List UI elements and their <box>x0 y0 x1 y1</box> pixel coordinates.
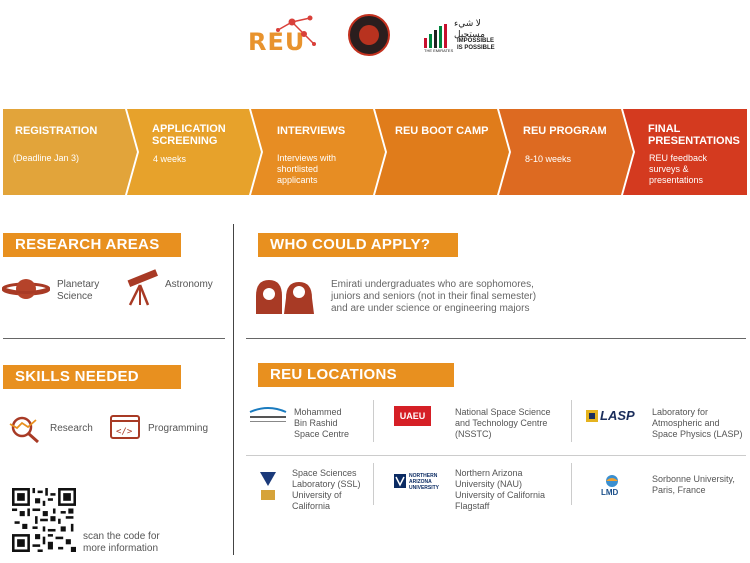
step-desc: (Deadline Jan 3) <box>13 153 80 163</box>
step-title: REGISTRATION <box>15 125 98 137</box>
uae-emirates-text: THE EMIRATES <box>424 48 454 53</box>
uae-arabic-text: لا شيء مستحيل <box>454 18 485 39</box>
flag-stripes-icon <box>424 24 447 48</box>
location-row-divider <box>246 455 746 456</box>
step-reu-program: REU PROGRAM 8-10 weeks <box>499 109 633 195</box>
step-desc: Interviews with shortlisted applicants <box>277 153 337 185</box>
telescope-icon <box>127 269 158 306</box>
step-title: REU PROGRAM <box>523 125 607 137</box>
reu-locations-header: REU LOCATIONS <box>258 363 454 387</box>
lmd-logo: LMD <box>600 474 624 500</box>
uaeu-logo: UAEU <box>394 406 431 426</box>
qr-caption: scan the code for more information <box>83 531 160 554</box>
eligibility-text: Emirati undergraduates who are sophomore… <box>331 279 537 314</box>
location-ssl: Space Sciences Laboratory (SSL) Universi… <box>292 468 361 511</box>
step-title: FINAL PRESENTATIONS <box>648 123 740 147</box>
qr-code[interactable] <box>12 488 76 552</box>
mbrsc-logo <box>248 406 288 428</box>
location-lasp: Laboratory for Atmospheric and Space Phy… <box>652 407 743 439</box>
step-interviews: INTERVIEWS Interviews with shortlisted a… <box>251 109 385 195</box>
nau-logo: NORTHERN ARIZONA UNIVERSITY <box>393 473 453 493</box>
location-nsstc: National Space Science and Technology Ce… <box>455 407 551 439</box>
research-areas-header: RESEARCH AREAS <box>3 233 181 257</box>
code-window-icon: </> <box>110 415 140 439</box>
research-item-astronomy: Astronomy <box>165 279 213 290</box>
svg-text:</>: </> <box>116 427 133 437</box>
step-desc: REU feedback surveys & presentations <box>649 153 708 185</box>
divider-left <box>3 338 225 339</box>
location-mbrsc: Mohammed Bin Rashid Space Centre <box>294 407 350 439</box>
location-divider <box>571 463 572 505</box>
who-could-apply-header: WHO COULD APPLY? <box>258 233 458 257</box>
vertical-divider <box>233 224 234 555</box>
location-divider <box>373 463 374 505</box>
mars-mission-logo <box>348 14 390 56</box>
step-title: APPLICATION SCREENING <box>152 123 226 147</box>
step-title: INTERVIEWS <box>277 125 346 137</box>
skills-needed-header: SKILLS NEEDED <box>3 365 181 389</box>
location-divider <box>373 400 374 442</box>
location-divider <box>571 400 572 442</box>
planet-icon <box>2 279 50 299</box>
reu-logo-text: REU <box>248 28 306 56</box>
reu-logo: REU <box>248 14 318 56</box>
skill-programming: Programming <box>148 423 209 434</box>
people-icon <box>256 280 314 314</box>
step-desc: 4 weeks <box>153 154 187 164</box>
network-icon <box>276 15 316 46</box>
step-final-presentations: FINAL PRESENTATIONS REU feedback surveys… <box>623 109 747 195</box>
step-desc: 8-10 weeks <box>525 154 572 164</box>
step-boot-camp: REU BOOT CAMP <box>375 109 509 195</box>
lasp-logo: LASP <box>586 408 646 426</box>
step-title: REU BOOT CAMP <box>395 125 489 137</box>
skill-research: Research <box>50 423 93 434</box>
step-application-screening: APPLICATION SCREENING 4 weeks <box>127 109 261 195</box>
ssl-logo <box>258 470 278 506</box>
magnifier-chart-icon <box>9 416 39 444</box>
location-lmd: Sorbonne University, Paris, France <box>652 474 735 495</box>
research-item-planetary-science: Planetary Science <box>57 279 100 302</box>
location-nau: Northern Arizona University (NAU) Univer… <box>455 468 546 511</box>
process-timeline: REGISTRATION (Deadline Jan 3) APPLICATIO… <box>3 109 747 195</box>
divider-right <box>246 338 746 339</box>
step-registration: REGISTRATION (Deadline Jan 3) <box>3 109 137 195</box>
